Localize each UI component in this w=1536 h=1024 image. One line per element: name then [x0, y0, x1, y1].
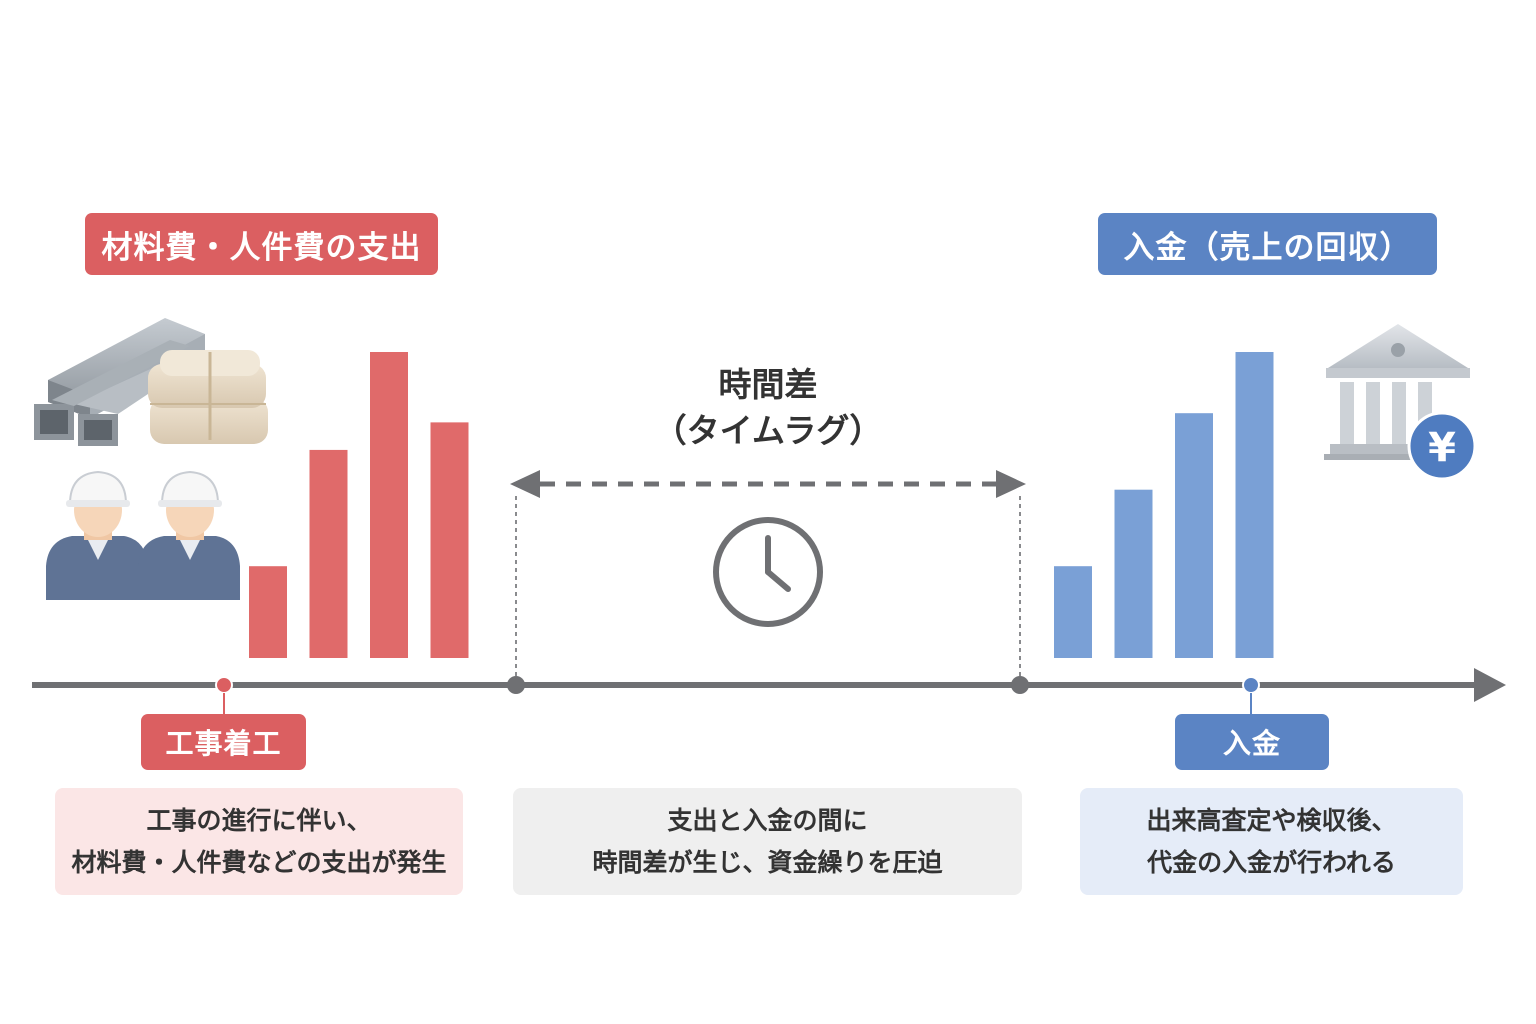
- payment-marker-badge: 入金: [1175, 714, 1329, 770]
- lag-description-line1: 支出と入金の間に: [667, 805, 868, 835]
- expense-description-line2: 材料費・人件費などの支出が発生: [71, 847, 447, 877]
- expense-bar-1: [249, 566, 287, 658]
- lag-description-card: 支出と入金の間に 時間差が生じ、資金繰りを圧迫: [513, 788, 1022, 895]
- construction-workers-icon: [46, 470, 240, 600]
- lag-description-line2: 時間差が生じ、資金繰りを圧迫: [592, 847, 943, 877]
- cement-bags-icon: [148, 350, 268, 444]
- income-bar-1: [1054, 566, 1092, 658]
- income-title-text: 入金（売上の回収）: [1123, 229, 1412, 266]
- time-lag-arrow: [510, 470, 1026, 678]
- income-bar-2: [1114, 489, 1153, 658]
- income-description-line2: 代金の入金が行われる: [1147, 847, 1396, 877]
- expense-bar-chart: [249, 352, 469, 658]
- expense-description-line1: 工事の進行に伴い、: [146, 805, 372, 835]
- income-description-card: 出来高査定や検収後、 代金の入金が行われる: [1080, 788, 1463, 895]
- clock-icon: [713, 517, 823, 627]
- start-marker-badge: 工事着工: [141, 714, 306, 770]
- income-title-badge: 入金（売上の回収）: [1098, 213, 1437, 275]
- income-bar-chart: [1054, 352, 1274, 658]
- expense-bar-3: [370, 352, 408, 658]
- yen-coin-icon: ¥: [1407, 411, 1477, 481]
- expense-description-card: 工事の進行に伴い、 材料費・人件費などの支出が発生: [55, 788, 463, 895]
- expense-title-badge: 材料費・人件費の支出: [85, 213, 438, 275]
- income-bar-3: [1175, 413, 1213, 658]
- yen-symbol: ¥: [1428, 425, 1456, 471]
- time-lag-subtitle: （タイムラグ）: [653, 411, 883, 450]
- timeline-axis: [32, 668, 1506, 716]
- income-bar-4: [1235, 352, 1274, 658]
- income-description-line1: 出来高査定や検収後、: [1146, 805, 1397, 835]
- payment-marker-text: 入金: [1222, 727, 1281, 760]
- expense-title-text: 材料費・人件費の支出: [101, 229, 422, 266]
- time-lag-title: 時間差: [718, 365, 818, 404]
- expense-bar-4: [430, 422, 469, 658]
- start-marker-text: 工事着工: [165, 727, 282, 760]
- expense-bar-2: [309, 449, 348, 658]
